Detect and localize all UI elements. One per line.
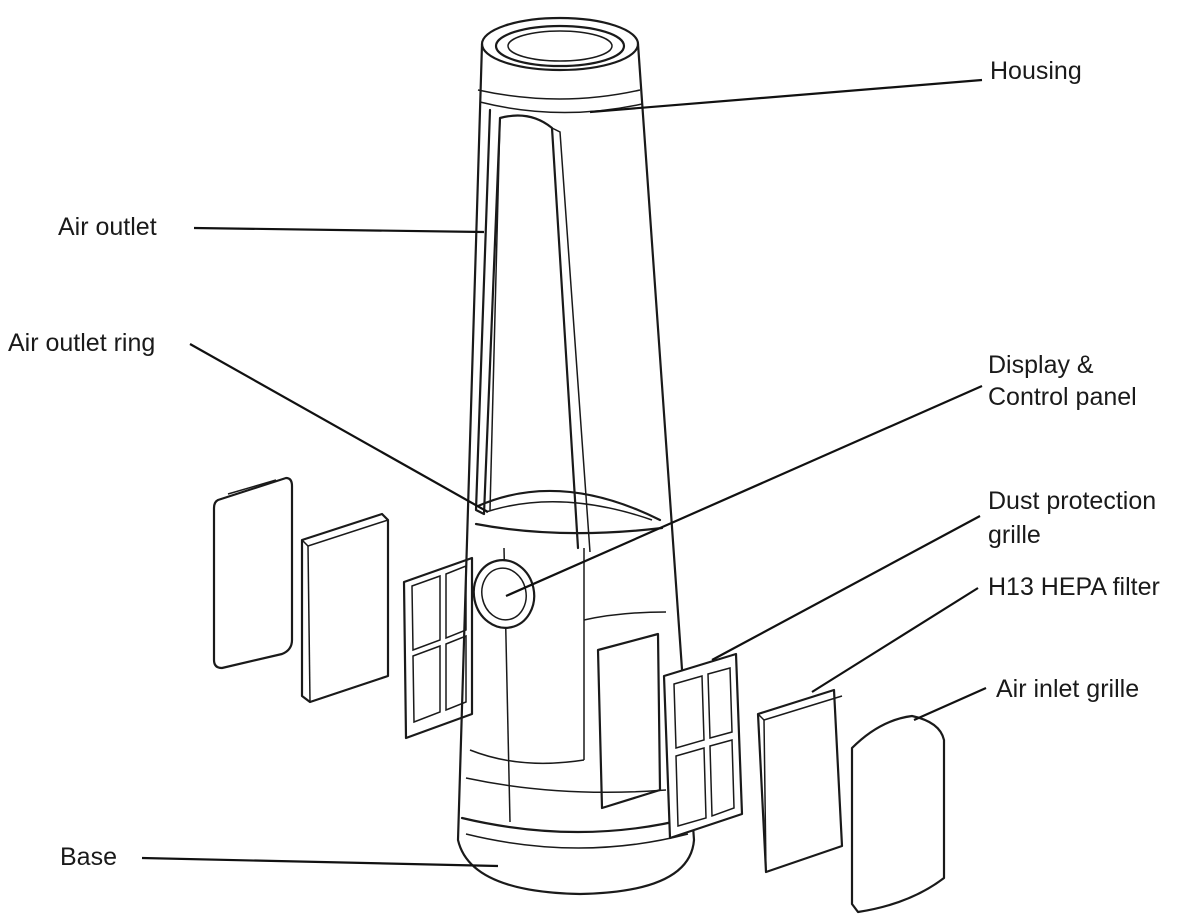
leader-air-outlet [193,226,485,234]
label-dust-protection-line2: grille [988,521,1041,549]
leader-housing [589,78,983,114]
leader-hepa-filter [811,587,979,693]
display-control-panel [472,559,536,629]
label-air-outlet-ring: Air outlet ring [8,329,156,357]
right-air-inlet-grille [850,714,946,914]
leader-base [141,856,499,868]
label-display-control-line1: Display & [988,351,1094,379]
label-display-control-line2: Control panel [988,383,1137,411]
leader-air-outlet-ring [189,343,489,513]
left-air-inlet-grille [212,476,294,670]
left-hepa-filter [300,512,390,704]
tower-housing [456,16,696,896]
right-dust-protection-grille [662,652,744,840]
right-hepa-filter [756,688,844,874]
label-air-inlet-grille: Air inlet grille [996,675,1140,703]
leader-dust-protection [711,515,981,661]
leader-air-inlet-grille [913,686,987,722]
leader-display-control [505,384,983,598]
label-housing: Housing [990,57,1082,85]
label-hepa-filter: H13 HEPA filter [988,573,1160,601]
label-dust-protection-line1: Dust protection [988,487,1157,515]
label-base: Base [60,843,117,871]
label-air-outlet: Air outlet [58,213,157,241]
left-dust-protection-grille [402,556,474,740]
inset-inlet-mesh [596,632,662,810]
